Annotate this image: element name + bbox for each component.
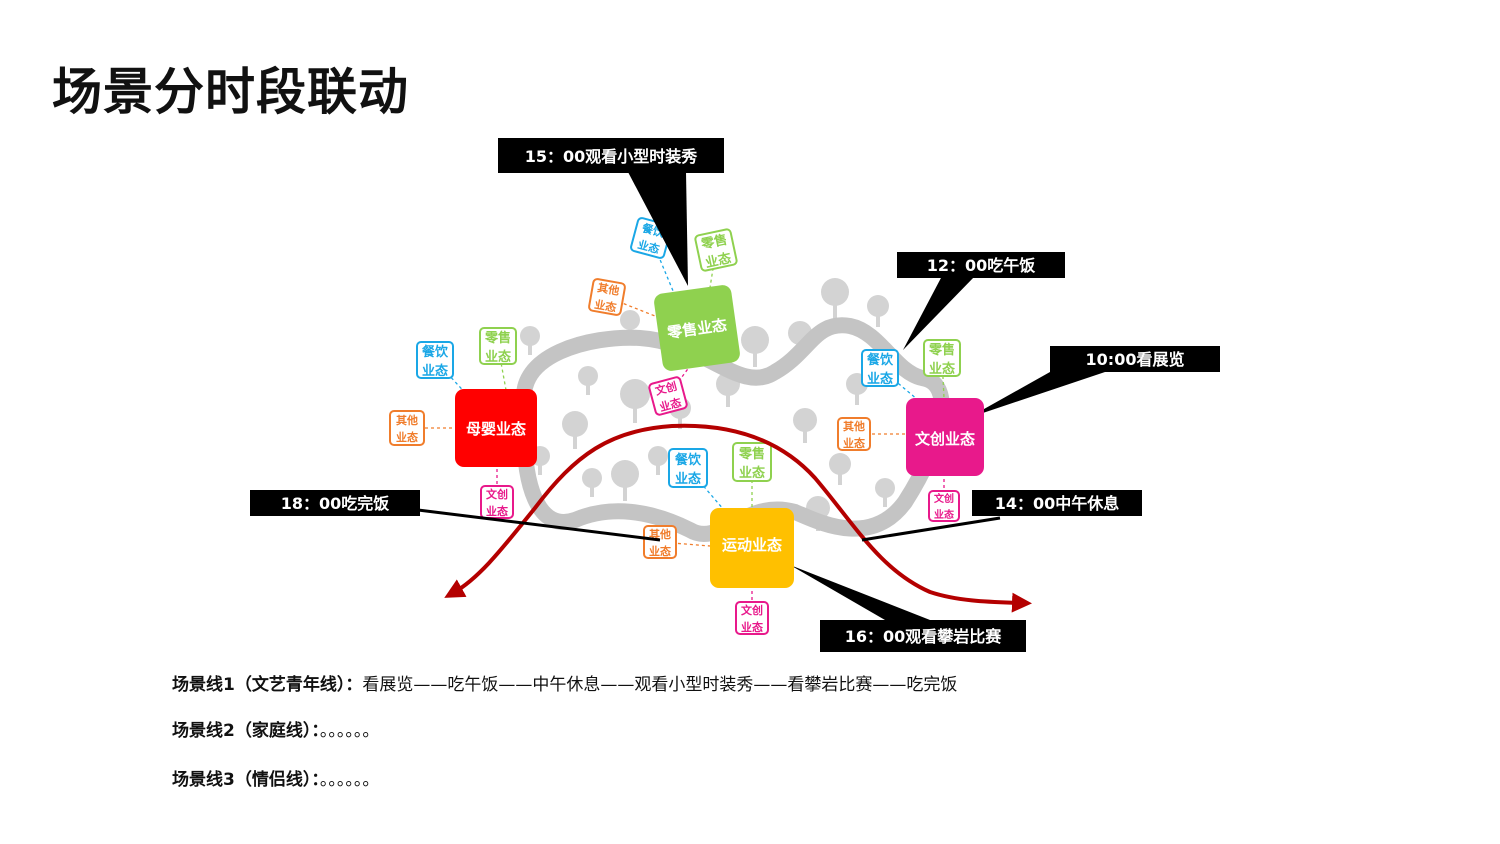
page-title: 场景分时段联动 <box>52 63 409 121</box>
chip-label: 业态 <box>636 237 661 256</box>
culture-chip: 文创业态 <box>648 376 688 416</box>
chip-label: 业态 <box>485 349 511 365</box>
chip-label: 业态 <box>422 363 448 379</box>
chip-label: 业态 <box>593 297 617 315</box>
chip-label: 其他 <box>396 413 418 427</box>
svg-text:12：00吃午饭: 12：00吃午饭 <box>927 256 1036 275</box>
chip-label: 其他 <box>649 527 671 541</box>
callout-1200: 12：00吃午饭 <box>897 252 1065 278</box>
culture-chip: 文创业态 <box>480 485 514 519</box>
culture-chip: 文创业态 <box>735 601 769 635</box>
chip-label: 文创 <box>653 379 678 398</box>
retail-chip: 零售业态 <box>479 327 517 365</box>
chip-label: 零售 <box>699 232 729 253</box>
svg-text:母婴业态: 母婴业态 <box>466 420 526 438</box>
svg-text:14：00中午休息: 14：00中午休息 <box>995 494 1120 513</box>
retail-chip: 零售业态 <box>923 339 961 377</box>
callout-1000: 10:00看展览 <box>1050 346 1220 372</box>
retail-chip: 零售业态 <box>694 228 738 272</box>
scene-line-2: 场景线2（家庭线）：。。。。。。 <box>172 716 379 741</box>
svg-text:15：00观看小型时装秀: 15：00观看小型时装秀 <box>525 147 698 166</box>
chip-label: 业态 <box>486 504 508 518</box>
svg-text:18：00吃完饭: 18：00吃完饭 <box>281 494 390 513</box>
chip-label: 业态 <box>867 371 893 387</box>
chip-label: 业态 <box>741 620 763 634</box>
scene-line-3: 场景线3（情侣线）：。。。。。。 <box>172 765 379 790</box>
chip-label: 业态 <box>675 471 701 487</box>
callout-1500: 15：00观看小型时装秀 <box>498 138 724 173</box>
svg-text:文创业态: 文创业态 <box>915 430 975 448</box>
chip-label: 餐饮 <box>866 352 894 368</box>
chip-label: 零售 <box>928 342 955 358</box>
culture-hub: 文创业态 <box>906 398 984 476</box>
scene-line-3-text: 。。。。。。 <box>319 770 380 790</box>
chip-label: 文创 <box>741 603 763 617</box>
svg-text:16：00观看攀岩比赛: 16：00观看攀岩比赛 <box>845 627 1003 646</box>
chip-label: 零售 <box>484 330 511 346</box>
callout-1600: 16：00观看攀岩比赛 <box>820 620 1026 652</box>
maternity-hub: 母婴业态 <box>455 389 537 467</box>
scene-line-3-label: 场景线3（情侣线）： <box>172 770 320 790</box>
chip-label: 业态 <box>649 544 671 558</box>
route-line <box>444 423 1032 613</box>
sports-hub: 运动业态 <box>710 508 794 588</box>
chip-label: 其他 <box>843 419 865 433</box>
chip-label: 业态 <box>934 508 954 521</box>
svg-text:10:00看展览: 10:00看展览 <box>1086 350 1185 369</box>
chip-connector <box>650 237 677 299</box>
chip-label: 餐饮 <box>421 344 449 360</box>
chip-label: 其他 <box>596 280 620 298</box>
chip-label: 业态 <box>704 250 733 271</box>
callout-1400: 14：00中午休息 <box>972 490 1142 516</box>
retail-hub: 零售业态 <box>654 285 740 371</box>
retail-chip: 零售业态 <box>732 442 772 482</box>
scene-line-2-label: 场景线2（家庭线）： <box>172 721 320 741</box>
chip-label: 餐饮 <box>674 452 702 468</box>
scene-line-1-text: 看展览——吃午饭——中午休息——观看小型时装秀——看攀岩比赛——吃完饭 <box>362 675 958 695</box>
svg-text:运动业态: 运动业态 <box>722 536 782 554</box>
scene-line-1-label: 场景线1（文艺青年线）： <box>172 675 363 695</box>
callout-1800: 18：00吃完饭 <box>250 490 420 516</box>
chip-label: 业态 <box>739 465 765 481</box>
chip-label: 文创 <box>486 487 508 501</box>
scene-line-1: 场景线1（文艺青年线）：看展览——吃午饭——中午休息——观看小型时装秀——看攀岩… <box>172 670 957 695</box>
chip-label: 业态 <box>843 436 865 450</box>
tree-icons <box>520 278 895 531</box>
chip-label: 零售 <box>738 446 765 462</box>
scene-line-2-text: 。。。。。。 <box>319 721 380 741</box>
chip-label: 文创 <box>934 492 954 505</box>
callout-pointers <box>417 172 1105 620</box>
culture-chip: 文创业态 <box>928 490 960 522</box>
chip-label: 业态 <box>396 430 418 444</box>
chip-label: 业态 <box>929 361 955 377</box>
chip-label: 业态 <box>658 395 683 414</box>
